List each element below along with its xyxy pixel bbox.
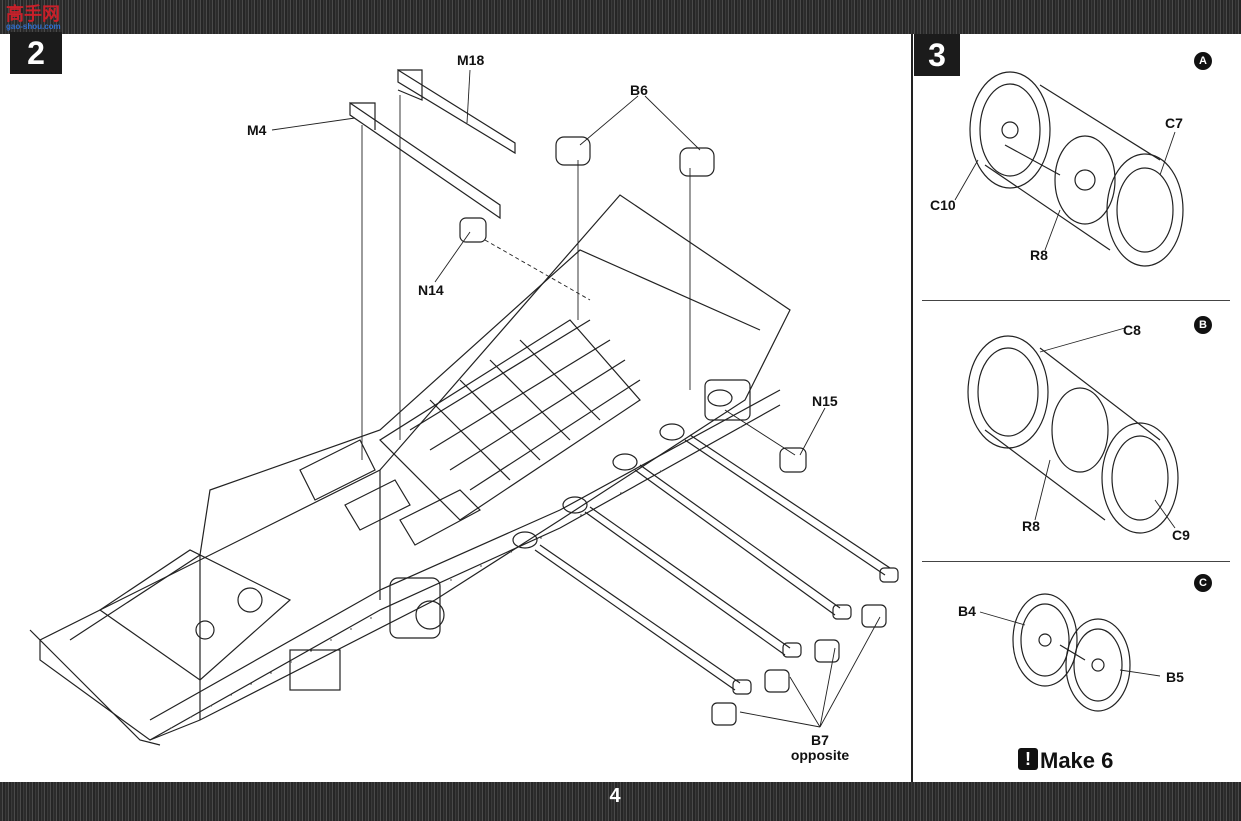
sub-badge-c: C: [1194, 574, 1212, 592]
part-b6: [555, 136, 715, 177]
label-b5: B5: [1166, 669, 1184, 685]
logo-subtext: gao-shou.com: [6, 22, 61, 31]
vertical-divider: [911, 34, 913, 782]
bottom-border: [0, 782, 1241, 821]
part-m4-m18: [349, 68, 516, 220]
label-m4: M4: [247, 122, 267, 138]
label-n14: N14: [418, 282, 444, 298]
label-c8: C8: [1123, 322, 1141, 338]
label-m18: M18: [457, 52, 485, 68]
label-b6: B6: [630, 82, 648, 98]
step3-leader-lines: [954, 131, 1176, 677]
rivets: [170, 426, 742, 729]
road-wheel-c: [1012, 593, 1131, 712]
logo-text: 高手网: [6, 4, 60, 24]
suspension-mounts: [512, 389, 733, 549]
label-c9: C9: [1172, 527, 1190, 543]
sprocket-assembly-a: [969, 71, 1184, 267]
sub-badge-b: B: [1194, 316, 1212, 334]
page-number: 4: [609, 785, 621, 807]
label-b7-note: opposite: [790, 747, 850, 763]
leader-lines: [271, 69, 881, 728]
label-r8-b: R8: [1022, 518, 1040, 534]
step-3-badge: 3: [914, 34, 960, 76]
sprocket-assembly-b: [967, 335, 1179, 534]
torsion-bars: [534, 434, 899, 726]
label-b4: B4: [958, 603, 976, 619]
site-logo: 高手网 gao-shou.com: [6, 4, 70, 36]
divider-a-b: [922, 300, 1230, 301]
label-b7: B7: [811, 732, 829, 748]
divider-b-c: [922, 561, 1230, 562]
label-c7: C7: [1165, 115, 1183, 131]
make-quantity-text: Make 6: [1040, 748, 1114, 773]
part-n14-n15: [459, 217, 807, 473]
label-n15: N15: [812, 393, 838, 409]
chassis-frame: [29, 194, 791, 746]
sub-badge-a: A: [1194, 52, 1212, 70]
label-r8-a: R8: [1030, 247, 1048, 263]
step-2-badge: 2: [10, 32, 62, 74]
label-c10: C10: [930, 197, 956, 213]
warning-icon: !: [1018, 748, 1038, 770]
make-quantity-note: !Make 6: [1018, 748, 1113, 774]
top-border: [0, 0, 1241, 34]
